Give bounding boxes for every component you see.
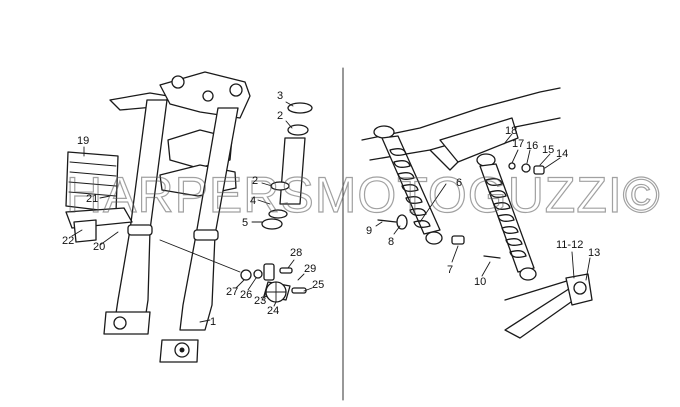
callout-6: 6 [456,177,462,189]
callout-2: 2 [277,110,283,122]
callout-28: 28 [290,247,302,259]
callout-4: 4 [250,195,256,207]
callout-17: 17 [512,138,524,150]
callout-labels: 1 2 3 2 4 5 19 21 22 20 27 26 23 24 28 2… [62,90,600,328]
callout-23: 23 [254,295,266,307]
right-shock [476,153,537,281]
left-leader-lines [71,101,313,323]
callout-14: 14 [556,148,568,160]
callout-7: 7 [447,264,453,276]
callout-19: 19 [77,135,89,147]
watermark: HARPERSMOTOGUZZI© [66,167,661,223]
callout-5: 5 [242,217,248,229]
callout-16: 16 [526,140,538,152]
callout-22: 22 [62,235,74,247]
callout-13: 13 [588,247,600,259]
callout-11-12: 11-12 [556,239,583,251]
callout-3: 3 [277,90,283,102]
callout-25: 25 [312,279,324,291]
callout-20: 20 [93,241,105,253]
callout-18: 18 [505,125,517,137]
callout-15: 15 [542,144,554,156]
callout-9: 9 [366,225,372,237]
callout-8: 8 [388,236,394,248]
callout-27: 27 [226,286,238,298]
right-leader-lines [375,133,591,281]
callout-26: 26 [240,289,252,301]
callout-10: 10 [474,276,486,288]
callout-24: 24 [267,305,279,317]
callout-2b: 2 [252,175,258,187]
callout-21: 21 [86,193,98,205]
rear-suspension-assembly [361,87,593,339]
callout-29: 29 [304,263,316,275]
callout-1: 1 [210,316,216,328]
